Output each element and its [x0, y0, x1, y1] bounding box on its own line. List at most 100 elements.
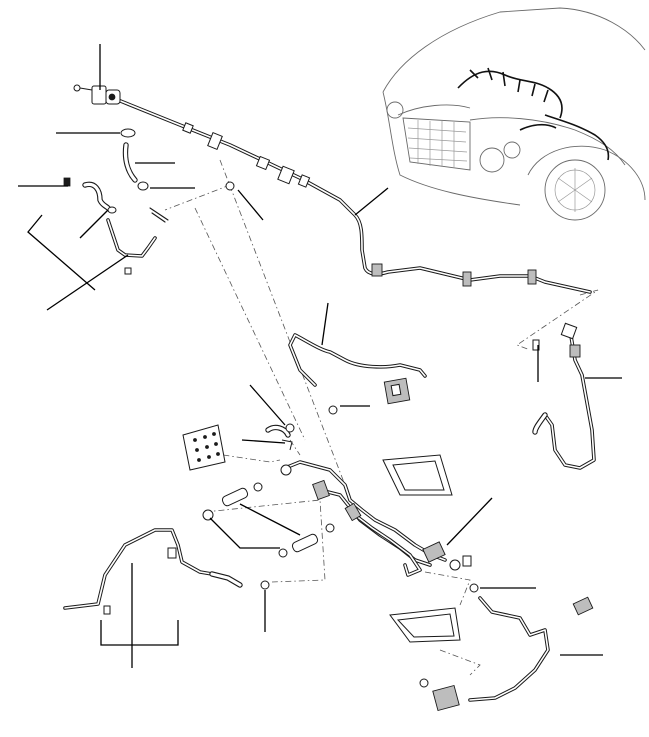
- guide-line-8: [424, 571, 471, 606]
- bleed-valve-cap: [419, 678, 429, 688]
- lower-right-connector: [572, 596, 594, 616]
- right-hose-end-core: [533, 413, 547, 434]
- vehicle-grille-mesh: [407, 120, 468, 168]
- right-hose-assembly: [532, 322, 596, 470]
- bleed-pipe-left: [106, 218, 157, 258]
- bent-hose-left-core: [83, 182, 110, 210]
- pipe-bracket-1: [207, 131, 223, 151]
- hose-clamp-6: [278, 548, 288, 558]
- leader-16: [241, 439, 286, 444]
- lower-right-fitting: [462, 555, 472, 567]
- bleed-pipe-nut: [124, 267, 132, 275]
- short-hose-piece-1: [221, 487, 249, 507]
- lower-left-pipe-core: [64, 529, 213, 609]
- lower-left-pipe-clip: [167, 547, 177, 559]
- guide-line-9: [439, 649, 481, 676]
- right-hose-clip: [532, 339, 540, 351]
- valve-bolt: [73, 84, 81, 92]
- lower-left-pipe-nut: [103, 605, 111, 615]
- lower-right-hose-core: [469, 597, 549, 701]
- leader-7: [237, 189, 264, 221]
- bleed-valve-bracket: [432, 684, 460, 712]
- pipe-end-upper: [280, 464, 292, 476]
- leader-19: [239, 503, 301, 536]
- vehicle-harness-loop: [519, 123, 557, 131]
- leader-11: [321, 302, 329, 346]
- pipe-union-1: [312, 479, 330, 501]
- vehicle-headlamp-right-inner: [503, 141, 521, 159]
- hose-clamp-7: [325, 523, 335, 533]
- guide-line-3: [219, 159, 346, 486]
- pipe-sleeve-2: [527, 269, 537, 285]
- heater-bypass-pipe-core: [354, 514, 421, 576]
- leader-17: [446, 497, 493, 546]
- heater-return-pipe: [318, 488, 432, 567]
- vehicle-inset: [382, 7, 646, 221]
- right-hose-connector: [560, 322, 578, 340]
- pipe-clip-2: [255, 155, 271, 171]
- leader-6: [79, 209, 109, 239]
- hose-bracket-middle-slot: [390, 383, 402, 397]
- heater-return-pipe-core: [319, 489, 431, 566]
- leader-9: [46, 254, 129, 311]
- elbow-bracket: [281, 439, 293, 451]
- assembly-guide-lines: [164, 159, 599, 676]
- bleed-pipe-left-core: [107, 219, 156, 257]
- vehicle-headlamp-right-outer: [479, 147, 505, 173]
- pipe-bracket-2: [277, 165, 295, 185]
- callout-leader-lines: [18, 44, 622, 668]
- lower-left-hose-core: [210, 572, 242, 587]
- hose-clip-middle: [328, 405, 338, 415]
- leader-15: [249, 384, 286, 426]
- guide-line-7: [204, 499, 326, 583]
- heater-feed-pipe-core: [284, 461, 446, 561]
- pipe-clip-4: [371, 263, 383, 277]
- pipe-clip-3: [297, 174, 311, 188]
- hose-clamp-4: [202, 509, 214, 521]
- vehicle-hood-crease: [397, 104, 471, 116]
- hose-clamp-small: [225, 181, 235, 191]
- guide-line-5: [516, 289, 599, 351]
- elbow-clamp: [285, 423, 295, 433]
- hose-clamp-9: [469, 583, 479, 593]
- leader-18: [209, 517, 280, 549]
- leader-8: [27, 214, 96, 291]
- pipe-union-2: [344, 502, 362, 522]
- pipe-sleeve-1: [462, 271, 472, 287]
- pipe-clip-1: [182, 122, 194, 134]
- right-coolant-hose-core: [544, 329, 595, 469]
- gasket-plate-left: [182, 424, 226, 471]
- vehicle-headlamp-left: [386, 101, 404, 119]
- hose-clamp-ring-2: [137, 181, 149, 191]
- bleed-screw-bracket: [149, 207, 169, 223]
- middle-return-hose-core: [289, 334, 426, 386]
- middle-hose-assembly: [288, 333, 427, 415]
- control-valve: [91, 85, 107, 105]
- elbow-connector-core: [266, 425, 290, 437]
- vehicle-wheel-arch: [527, 145, 646, 201]
- short-hose-upper-core: [123, 143, 137, 182]
- vehicle-wheel-spokes: [557, 168, 593, 212]
- vehicle-hood-outline: [382, 7, 646, 93]
- gasket-plate-lower-inner: [396, 613, 455, 638]
- upper-coolant-pipe-core: [117, 99, 591, 293]
- hose-clamp-ring-1: [120, 128, 136, 138]
- vehicle-harness-highlight: [457, 70, 563, 119]
- vehicle-harness-tail: [544, 114, 610, 161]
- lower-hose-assembly: [63, 423, 594, 712]
- pipe-end-cap: [449, 559, 461, 571]
- heater-bypass-pipe: [353, 513, 422, 577]
- valve-bolt-shank: [79, 87, 93, 91]
- pipe-union-3: [422, 541, 446, 563]
- hose-clamp-ring-3: [107, 206, 117, 214]
- control-valve-port: [108, 93, 116, 101]
- gasket-plate-upper-inner: [392, 460, 445, 491]
- hose-clamp-5: [253, 482, 263, 492]
- vehicle-grille: [402, 117, 471, 171]
- vehicle-wheel: [544, 159, 606, 221]
- vehicle-harness-branches: [469, 67, 549, 103]
- right-hose-valve: [569, 344, 581, 358]
- lower-left-pipe: [63, 528, 214, 610]
